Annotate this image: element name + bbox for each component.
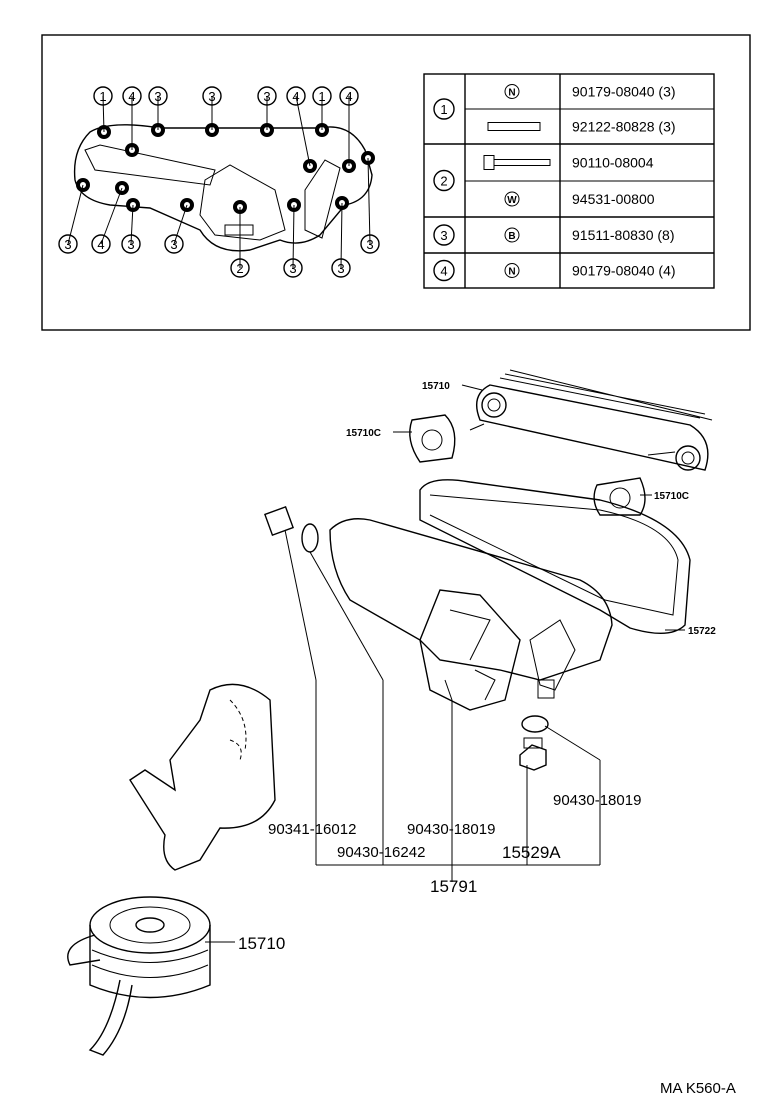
callout-circle bbox=[58, 234, 78, 254]
inset-frame bbox=[41, 34, 751, 331]
callout-number: 3 bbox=[289, 261, 296, 276]
symbol-letter: W bbox=[507, 195, 517, 206]
callout-number: 3 bbox=[170, 237, 177, 252]
cover-gasket-drawing bbox=[419, 479, 691, 634]
inset-bolts bbox=[76, 123, 375, 214]
callout-circle bbox=[286, 86, 306, 106]
callout-circle bbox=[312, 86, 332, 106]
label-plug: 90341-16012 bbox=[268, 821, 356, 838]
nut-symbol-icon bbox=[504, 263, 520, 278]
hex-bolt-icon bbox=[483, 155, 551, 170]
part-number: 94531-00800 bbox=[572, 191, 655, 207]
group-number: 4 bbox=[440, 264, 447, 279]
callout-number: 2 bbox=[236, 261, 243, 276]
callout-number: 3 bbox=[127, 237, 134, 252]
label-gasket-18019-right: 90430-18019 bbox=[553, 792, 641, 809]
callout-number: 4 bbox=[97, 237, 104, 252]
callout-number: 3 bbox=[154, 89, 161, 104]
inset-callouts: 1 4 3 3 3 4 1 4 3 4 3 3 2 3 3 3 bbox=[58, 86, 380, 278]
symbol-letter: N bbox=[508, 267, 515, 278]
callout-number: 3 bbox=[366, 237, 373, 252]
part-number: 90110-08004 bbox=[572, 155, 654, 171]
bolt-symbol-icon bbox=[504, 227, 520, 243]
label-cooler-element: 15710 bbox=[422, 381, 450, 392]
gasket-left-drawing bbox=[409, 414, 456, 463]
callout-number: 3 bbox=[208, 89, 215, 104]
part-number: 90179-08040 (3) bbox=[572, 84, 676, 100]
symbol-letter: N bbox=[508, 88, 515, 99]
callout-circle bbox=[164, 234, 184, 254]
label-gasket-right: 15710C bbox=[654, 491, 689, 502]
callout-circle bbox=[339, 86, 359, 106]
label-assembly: 15791 bbox=[430, 877, 477, 896]
label-gasket-left: 15710C bbox=[346, 428, 381, 439]
washer-symbol-icon bbox=[504, 191, 520, 207]
figure-code: MA K560-A bbox=[660, 1080, 736, 1097]
group-number: 3 bbox=[440, 228, 447, 243]
label-cover-gasket: 15722 bbox=[688, 626, 716, 637]
label-cooler-bottom: 15710 bbox=[238, 934, 285, 953]
label-drain-plug: 15529A bbox=[502, 843, 561, 862]
group-number-circle bbox=[433, 169, 455, 192]
part-number: 91511-80830 (8) bbox=[572, 227, 674, 243]
part-number: 92122-80828 (3) bbox=[572, 119, 676, 135]
callout-circle bbox=[230, 258, 250, 278]
oil-cooler-bottom-drawing bbox=[67, 896, 211, 1056]
callout-circle bbox=[93, 86, 113, 106]
callout-number: 1 bbox=[318, 89, 325, 104]
group-number-circle bbox=[433, 259, 455, 282]
label-gasket-16242: 90430-16242 bbox=[337, 844, 425, 861]
callout-circle bbox=[148, 86, 168, 106]
label-gasket-18019-mid: 90430-18019 bbox=[407, 821, 495, 838]
callout-circle bbox=[121, 234, 141, 254]
callout-circle bbox=[331, 258, 351, 278]
stud-bolt-icon bbox=[487, 122, 541, 131]
group-number: 2 bbox=[440, 174, 447, 189]
part-number: 90179-08040 (4) bbox=[572, 263, 676, 279]
callout-number: 4 bbox=[292, 89, 299, 104]
callout-circle bbox=[257, 86, 277, 106]
callout-circle bbox=[91, 234, 111, 254]
cooler-element-drawing bbox=[469, 369, 713, 471]
callout-circle bbox=[202, 86, 222, 106]
callout-circle bbox=[283, 258, 303, 278]
callout-number: 3 bbox=[337, 261, 344, 276]
callout-circle bbox=[360, 234, 380, 254]
cooler-cover-drawing bbox=[329, 518, 613, 711]
gasket-right-drawing bbox=[593, 477, 646, 516]
nut-symbol-icon bbox=[504, 84, 520, 99]
group-number-circle bbox=[433, 224, 455, 246]
callout-number: 4 bbox=[345, 89, 352, 104]
fastener-table bbox=[423, 73, 715, 289]
callout-circle bbox=[122, 86, 142, 106]
callout-number: 1 bbox=[99, 89, 106, 104]
group-number-circle bbox=[433, 98, 455, 120]
callout-number: 3 bbox=[64, 237, 71, 252]
callout-number: 4 bbox=[128, 89, 135, 104]
oil-filter-housing-drawing bbox=[129, 683, 276, 871]
group-number: 1 bbox=[440, 102, 447, 117]
symbol-letter: B bbox=[508, 231, 515, 242]
callout-number: 3 bbox=[263, 89, 270, 104]
leader-lines bbox=[205, 384, 685, 943]
